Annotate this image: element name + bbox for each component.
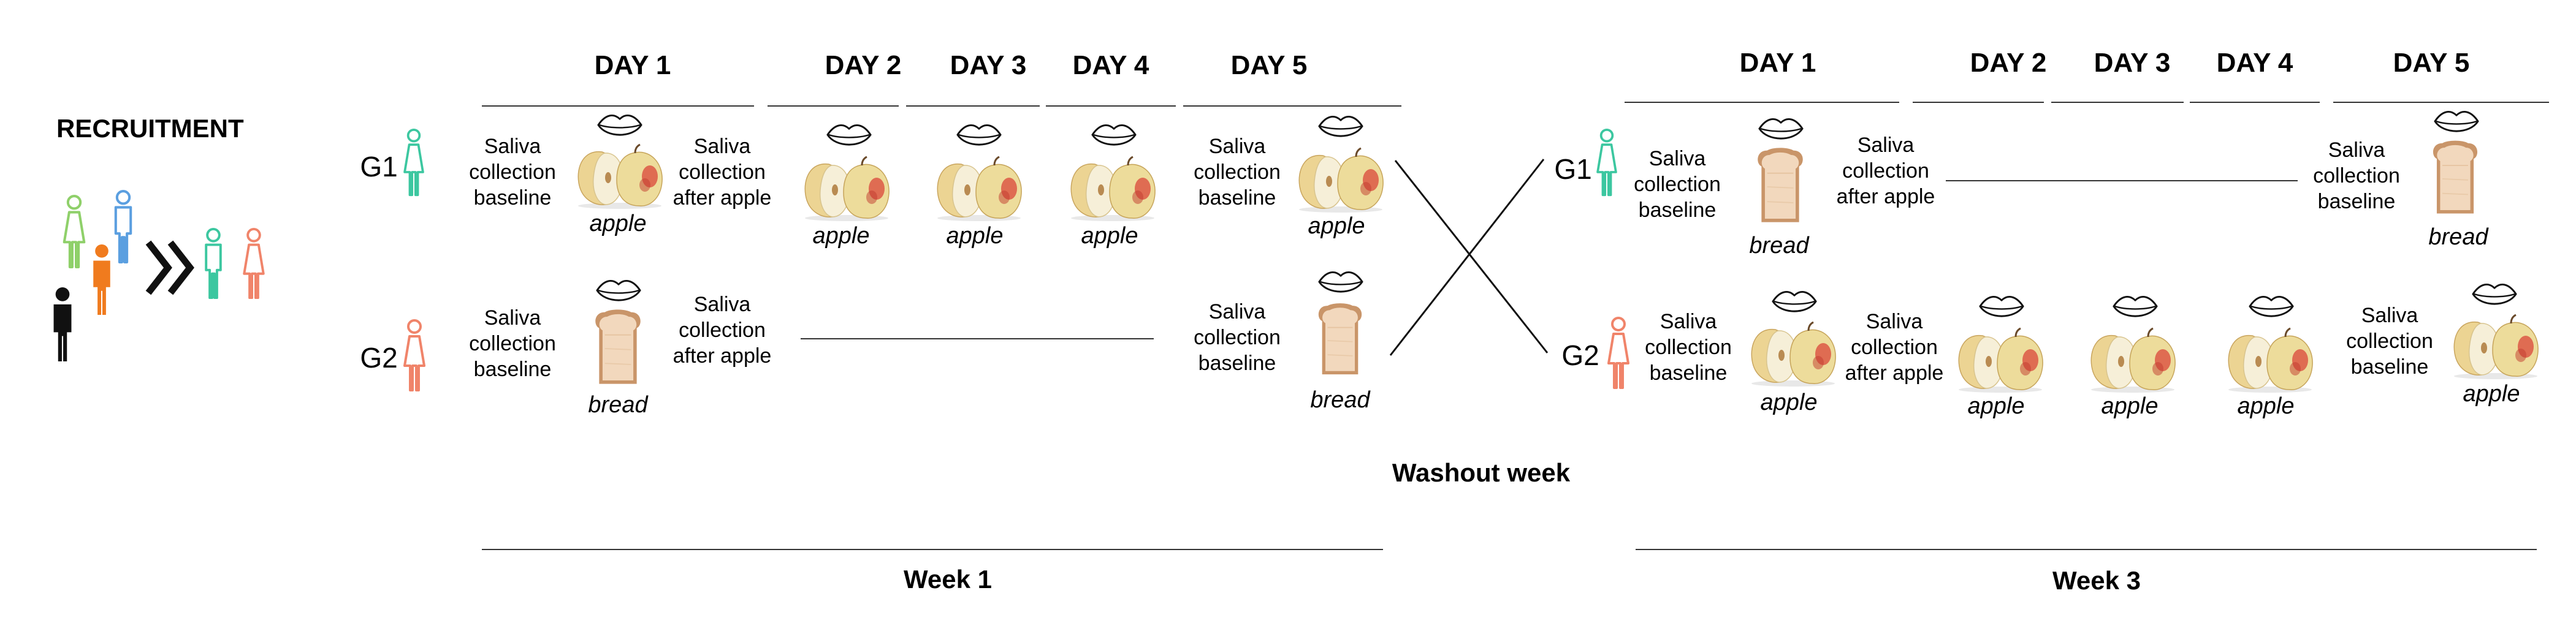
recruitment-title: RECRUITMENT	[56, 114, 244, 143]
week3-day1-divider	[1625, 102, 1899, 103]
lips-icon	[2247, 292, 2295, 322]
person-icon	[201, 228, 226, 300]
week3-day2-divider	[1913, 102, 2044, 103]
lips-icon	[955, 120, 1003, 151]
week3-g2-day1-after-label: Saliva collection after apple	[1845, 310, 1944, 385]
apple-icon	[1747, 320, 1839, 387]
week3-g2-day1-baseline-label: Saliva collection baseline	[1645, 310, 1732, 385]
week1-g2-day1-after-label: Saliva collection after apple	[673, 293, 772, 368]
person-icon	[61, 195, 87, 270]
week1-day3-divider	[906, 105, 1040, 107]
apple-icon	[933, 154, 1025, 222]
lips-icon	[595, 276, 642, 306]
lips-icon	[2111, 292, 2159, 322]
week3-span-line	[1636, 549, 2537, 550]
lips-icon	[2433, 107, 2480, 137]
bread-icon	[592, 309, 644, 388]
week1-g1-day1-food: apple	[589, 211, 647, 236]
week1-day5-header: DAY 5	[1230, 50, 1308, 80]
apple-icon	[574, 142, 666, 210]
week1-g2-label: G2	[360, 342, 398, 374]
week1-g2-no-intake-line	[801, 338, 1154, 339]
week3-g2-day5-food: apple	[2463, 381, 2520, 407]
week1-g2-day1-baseline-label: Saliva collection baseline	[469, 306, 556, 381]
week1-day2-divider	[768, 105, 899, 107]
week1-day3-header: DAY 3	[950, 50, 1027, 80]
person-icon	[49, 287, 76, 363]
lips-icon	[2471, 279, 2518, 310]
week1-g2-day1-food: bread	[588, 392, 648, 418]
apple-icon	[2224, 326, 2316, 393]
week3-g1-day1-baseline-label: Saliva collection baseline	[1634, 147, 1721, 222]
week3-g1-day1-after-label: Saliva collection after apple	[1836, 134, 1935, 208]
washout-label: Washout week	[1392, 458, 1571, 487]
apple-icon	[1295, 146, 1387, 213]
week3-day1-header: DAY 1	[1739, 48, 1816, 78]
lips-icon	[1317, 111, 1365, 142]
apple-icon	[1954, 326, 2046, 393]
week1-g1-day1-after-label: Saliva collection after apple	[673, 135, 772, 210]
week3-g2-label: G2	[1561, 339, 1599, 371]
week3-g1-day5-food: bread	[2428, 224, 2488, 250]
week1-label: Week 1	[904, 565, 992, 594]
week3-g1-no-intake-line	[1946, 180, 2298, 181]
week3-day5-divider	[2333, 102, 2549, 103]
week3-day2-header: DAY 2	[1970, 48, 2047, 78]
lips-icon	[1317, 267, 1365, 298]
week3-g2-day3-food: apple	[2101, 393, 2159, 419]
lips-icon	[1770, 287, 1818, 317]
week1-g1-day1-baseline-label: Saliva collection baseline	[469, 135, 556, 210]
apple-icon	[1067, 154, 1159, 222]
week1-g1-day5-food: apple	[1308, 213, 1365, 239]
bread-icon	[2430, 140, 2480, 218]
week3-g2-day2-food: apple	[1967, 393, 2025, 419]
week3-g1-day1-food: bread	[1749, 233, 1809, 259]
week1-g1-label: G1	[360, 151, 398, 183]
week3-g1-day5-baseline-label: Saliva collection baseline	[2313, 138, 2400, 213]
lips-icon	[596, 110, 644, 141]
crossover-arrows	[1389, 159, 1549, 356]
lips-icon	[825, 120, 873, 151]
week1-g1-day3-food: apple	[946, 223, 1004, 249]
week1-g1-day4-food: apple	[1081, 223, 1138, 249]
person-icon	[1595, 129, 1618, 197]
lips-icon	[1978, 292, 2025, 322]
week1-g1-day5-baseline-label: Saliva collection baseline	[1194, 135, 1281, 210]
week1-day2-header: DAY 2	[825, 50, 902, 80]
week3-g2-day1-food: apple	[1760, 390, 1818, 415]
lips-icon	[1757, 114, 1805, 145]
week3-label: Week 3	[2052, 566, 2141, 595]
week1-day1-header: DAY 1	[594, 50, 671, 80]
week3-g2-day4-food: apple	[2237, 393, 2295, 419]
apple-icon	[801, 154, 893, 222]
person-icon	[402, 129, 425, 197]
week1-g2-day5-baseline-label: Saliva collection baseline	[1194, 300, 1281, 375]
lips-icon	[1090, 120, 1138, 151]
week3-g1-label: G1	[1554, 153, 1592, 185]
week3-day3-header: DAY 3	[2094, 48, 2171, 78]
week3-g2-day5-baseline-label: Saliva collection baseline	[2346, 304, 2433, 379]
week1-day5-divider	[1183, 105, 1401, 107]
person-icon	[110, 190, 136, 265]
apple-icon	[2450, 312, 2542, 380]
week1-span-line	[482, 549, 1383, 550]
week1-day4-divider	[1046, 105, 1176, 107]
person-icon	[242, 228, 266, 300]
week3-day5-header: DAY 5	[2393, 48, 2470, 78]
chevron-double-right-icon	[145, 240, 194, 295]
week3-day4-header: DAY 4	[2216, 48, 2293, 78]
week1-day1-divider	[482, 105, 754, 107]
apple-icon	[2087, 326, 2179, 393]
week1-day4-header: DAY 4	[1072, 50, 1149, 80]
week1-g2-day5-food: bread	[1310, 387, 1370, 413]
person-icon	[402, 317, 427, 395]
week3-day4-divider	[2190, 102, 2320, 103]
week1-g1-day2-food: apple	[812, 223, 870, 249]
bread-icon	[1316, 301, 1365, 380]
person-icon	[90, 244, 114, 316]
week3-day3-divider	[2051, 102, 2184, 103]
person-icon	[1606, 315, 1631, 392]
bread-icon	[1755, 147, 1806, 227]
